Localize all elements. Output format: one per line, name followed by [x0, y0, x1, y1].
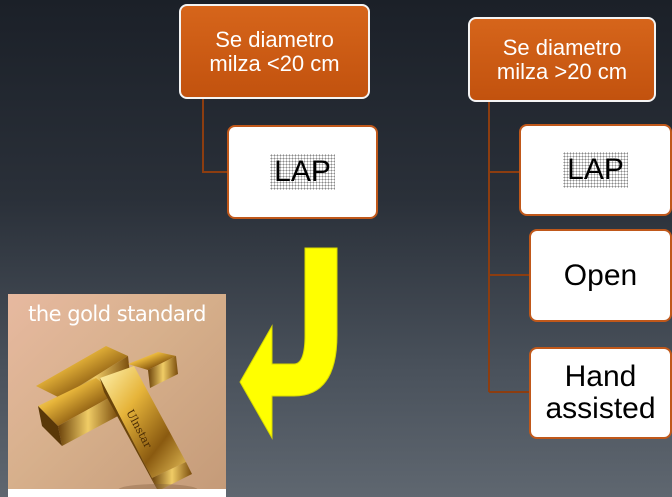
right-assisted-label: assisted — [545, 392, 656, 425]
right-header-line-1: Se diametro — [502, 34, 622, 60]
right-lap-label: LAP — [563, 152, 628, 188]
gold-standard-image: the gold standard — [8, 294, 226, 497]
left-header-box: Se diametro milza <20 cm — [179, 4, 370, 99]
right-open-label: Open — [563, 258, 638, 292]
curved-arrow-icon — [239, 247, 338, 440]
right-open-box: Open — [529, 229, 672, 322]
right-header-line-2: milza >20 cm — [496, 58, 628, 84]
gold-image-bottom-strip — [8, 489, 226, 497]
right-hand-label: Hand — [564, 360, 637, 393]
gold-bar-front: Ulnstar — [100, 366, 192, 491]
gold-bars-illustration: Ulnstar — [36, 346, 198, 496]
left-lap-box: LAP — [227, 125, 378, 219]
left-connector — [202, 87, 229, 173]
right-hand-assisted-box: Hand assisted — [529, 347, 672, 439]
right-header-box: Se diametro milza >20 cm — [468, 17, 656, 102]
gold-bar-right — [128, 352, 178, 388]
right-lap-box: LAP — [519, 124, 672, 216]
left-lap-label: LAP — [270, 154, 335, 190]
left-header-line-1: Se diametro — [215, 26, 334, 52]
gold-standard-caption: the gold standard — [28, 302, 206, 326]
left-header-line-2: milza <20 cm — [209, 50, 340, 76]
gold-bar-left — [38, 378, 118, 446]
